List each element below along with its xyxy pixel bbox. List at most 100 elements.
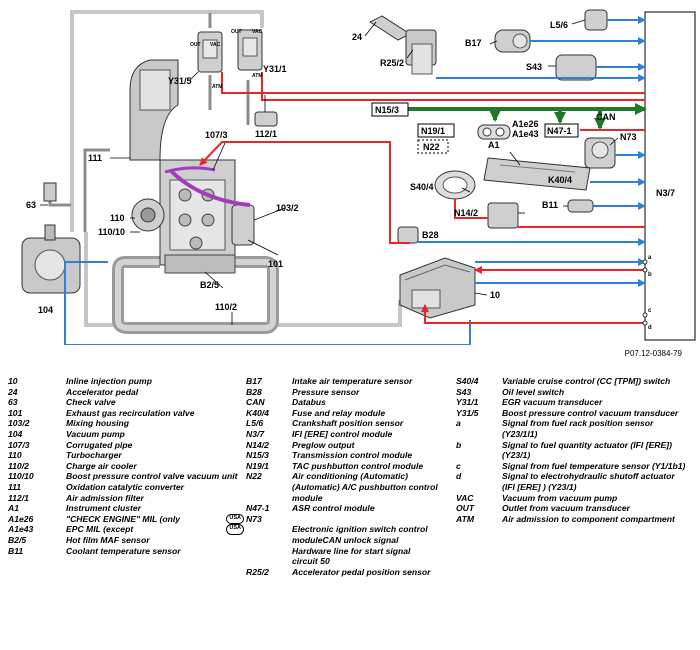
- label-a: a: [648, 255, 652, 261]
- legend-description: TAC pushbutton control module: [292, 460, 424, 471]
- legend-description: Signal to fuel quantity actuator (IFI [E…: [502, 439, 672, 461]
- signal-lines-blue: [64, 16, 646, 345]
- legend-row: R25/2 Accelerator pedal position sensor: [246, 567, 458, 578]
- label-a1e26: A1e26: [512, 119, 539, 129]
- legend-description: Outlet from vacuum transducer: [502, 503, 630, 514]
- label-s40-4: S40/4: [410, 182, 434, 192]
- label-n15-3: N15/3: [375, 105, 399, 115]
- accelerator-pedal: [368, 15, 437, 75]
- y31-1-transducer: [237, 29, 263, 71]
- label-n22: N22: [423, 142, 440, 152]
- signal-lines-red: [199, 72, 645, 324]
- label-c: c: [648, 308, 652, 314]
- legend-description: Transmission control module: [292, 450, 413, 461]
- legend-row: Electronic ignition switch control: [246, 524, 458, 535]
- legend-description: Signal to electrohydraulic shutoff actua…: [502, 471, 675, 492]
- label-112-1: 112/1: [255, 129, 277, 139]
- legend-description: Databus: [292, 397, 326, 408]
- legend-code: 110/2: [8, 460, 29, 471]
- legend-code: B17: [246, 376, 262, 386]
- label-103-2: 103/2: [276, 203, 299, 213]
- corrugated-pipe: [168, 168, 251, 207]
- usa-badge: USA: [226, 524, 244, 535]
- legend-description: Coolant temperature sensor: [66, 545, 181, 556]
- legend-code: B2/5: [8, 534, 27, 545]
- legend-description: Boost pressure control vacuum transducer: [502, 407, 679, 418]
- legend-code: [246, 556, 292, 567]
- label-b17: B17: [465, 38, 482, 48]
- engine-block: [159, 159, 236, 274]
- legend-row: Y31/5 Boost pressure control vacuum trans…: [456, 408, 686, 419]
- legend-description: ASR control module: [292, 503, 375, 514]
- label-110-2: 110/2: [215, 302, 237, 312]
- legend-row: B2/5 Hot film MAF sensor: [8, 535, 244, 546]
- legend-row: 63 Check valve: [8, 397, 244, 408]
- label-110-10: 110/10: [98, 227, 125, 237]
- label-104: 104: [38, 305, 53, 315]
- legend-description: Air admission to component compartment: [502, 513, 675, 524]
- label-107-3: 107/3: [205, 130, 228, 140]
- legend-code: b: [456, 439, 462, 450]
- legend-description: Air conditioning (Automatic) (Automatic)…: [292, 471, 438, 503]
- legend-code: [246, 546, 292, 557]
- legend-row: Hardware line for start signal: [246, 546, 458, 557]
- b28-pressure-sensor: [397, 226, 419, 244]
- legend-description: Hardware line for start signal: [292, 545, 411, 556]
- legend-description: Electronic ignition switch control: [292, 524, 428, 535]
- legend-description: Check valve: [66, 397, 116, 408]
- vacuum-pump: [21, 224, 81, 294]
- legend-code: 24: [8, 386, 18, 397]
- legend-code: L5/6: [246, 418, 264, 429]
- k40-4-fuse-relay-module: [483, 157, 591, 191]
- legend-description: Intake air temperature sensor: [292, 376, 413, 386]
- legend-description: Corrugated pipe: [66, 439, 133, 450]
- label-n47-1: N47-1: [547, 126, 572, 136]
- label-24: 24: [352, 32, 362, 42]
- legend-code: 112/1: [8, 492, 29, 503]
- legend-description: Accelerator pedal position sensor: [292, 566, 431, 577]
- label-63: 63: [26, 200, 36, 210]
- legend-description: moduleCAN unlock signal: [292, 534, 399, 545]
- legend-code: R25/2: [246, 566, 269, 577]
- mixing-housing: [231, 204, 255, 246]
- legend-code: Y31/5: [456, 407, 479, 418]
- legend-description: Mixing housing: [66, 418, 130, 429]
- legend-description: Preglow output: [292, 439, 355, 450]
- s40-4-cruise-switch: [434, 170, 476, 200]
- legend-description: circuit 50: [292, 556, 330, 567]
- n22-box: [417, 139, 449, 154]
- legend-code: N73: [246, 513, 262, 524]
- legend-description: Hot film MAF sensor: [66, 534, 150, 545]
- legend-code: 63: [8, 397, 18, 408]
- legend-row: b Signal to fuel quantity actuator (IFI […: [456, 440, 686, 461]
- legend-description: Charge air cooler: [66, 460, 137, 471]
- s43-sensor: [555, 54, 597, 81]
- signal-terminals: [642, 259, 648, 326]
- legend-description: "CHECK ENGINE" MIL (only: [66, 513, 180, 524]
- l5-6-sensor: [584, 9, 608, 31]
- legend-description: Inline injection pump: [66, 376, 152, 386]
- legend-code: 101: [8, 407, 23, 418]
- label-b: b: [648, 272, 652, 278]
